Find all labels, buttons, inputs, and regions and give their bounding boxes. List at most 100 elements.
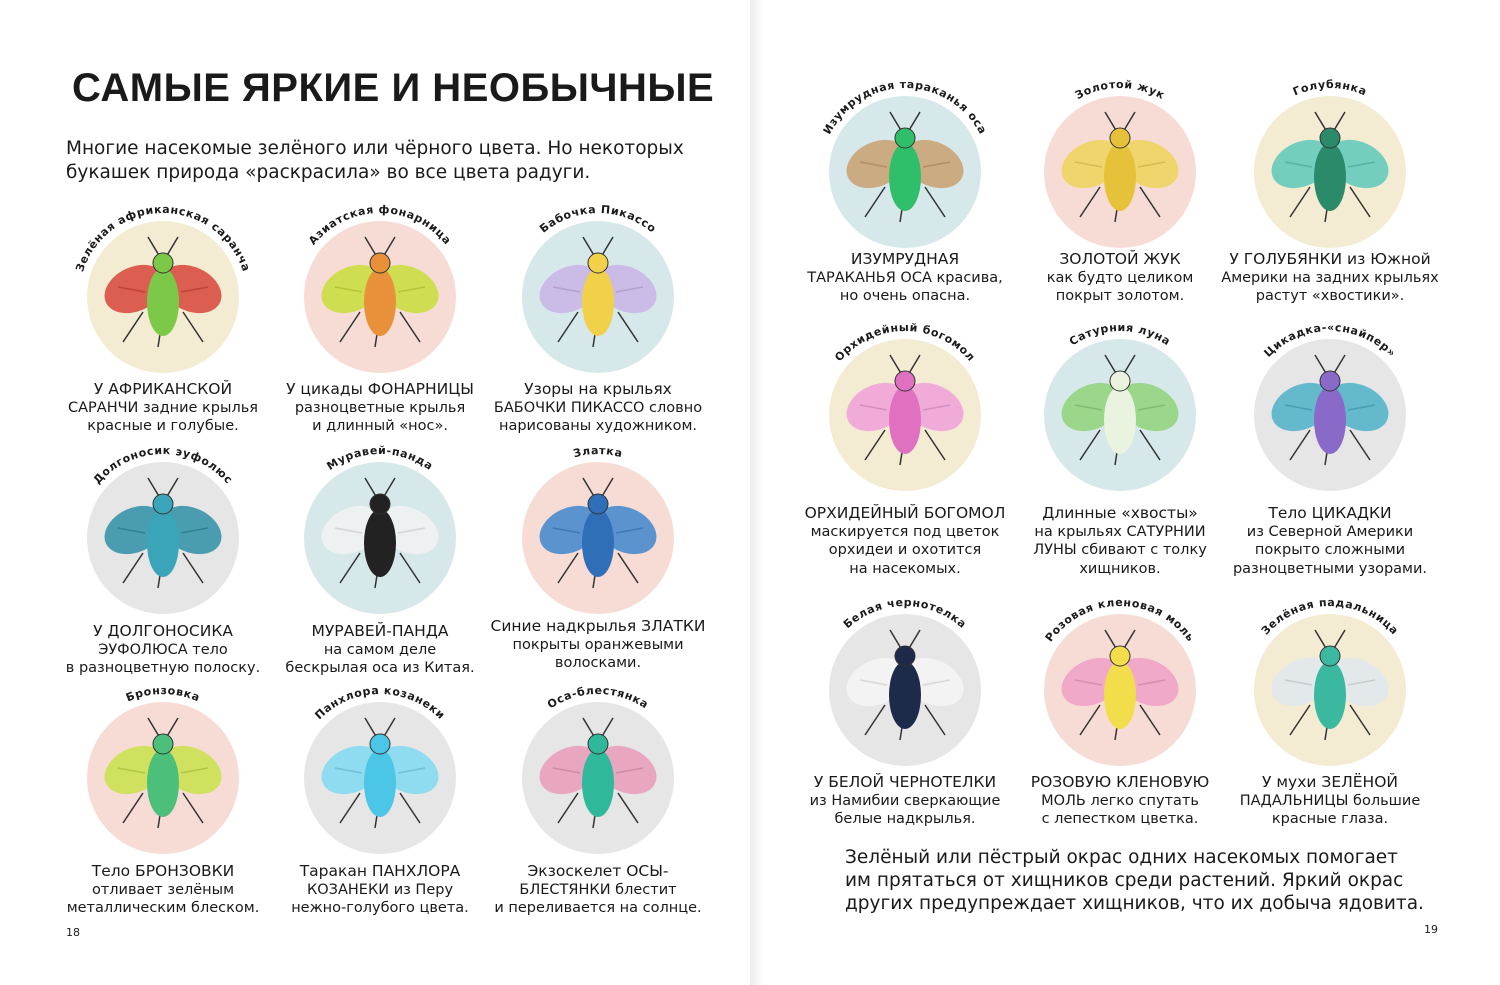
insect-illustration bbox=[539, 236, 657, 348]
caption-line: Америки на задних крыльях bbox=[1221, 269, 1439, 286]
caption-line: растут «хвостики». bbox=[1255, 288, 1405, 304]
caption-line: У АФРИКАНСКОЙ bbox=[93, 380, 233, 398]
insect-illustration bbox=[1271, 111, 1389, 223]
svg-text:Золотой жук: Золотой жук bbox=[1073, 78, 1167, 102]
insect-name-label: Зелёная африканская саранча bbox=[73, 203, 253, 274]
insect-illustration bbox=[539, 717, 657, 829]
intro-text: Многие насекомые зелёного или чёрного цв… bbox=[66, 137, 684, 185]
insect-name: Розовая кленовая моль bbox=[1043, 596, 1197, 644]
insect-name-label: Золотой жук bbox=[1073, 78, 1167, 102]
page-number: 18 bbox=[66, 926, 80, 939]
caption-line: Тело ЦИКАДКИ bbox=[1268, 504, 1392, 522]
insect-illustration bbox=[846, 629, 964, 741]
svg-text:Сатурния луна: Сатурния луна bbox=[1067, 321, 1173, 348]
insect-name: Сатурния луна bbox=[1067, 321, 1172, 348]
insect-illustration bbox=[539, 477, 657, 589]
caption-line: Узоры на крыльях bbox=[524, 380, 672, 398]
caption-line: разноцветные крылья bbox=[294, 399, 466, 416]
caption-line: ОРХИДЕЙНЫЙ БОГОМОЛ bbox=[804, 504, 1006, 522]
svg-text:Златка: Златка bbox=[572, 444, 624, 460]
insect-illustration bbox=[104, 236, 222, 348]
svg-text:Голубянка: Голубянка bbox=[1291, 78, 1369, 98]
insect-illustration bbox=[846, 354, 964, 466]
caption-line: МОЛЬ легко спутать bbox=[1041, 792, 1199, 809]
insect-name-label: Белая чернотелка bbox=[841, 596, 969, 631]
conclusion-line: им прятаться от хищников среди растений.… bbox=[845, 870, 1404, 891]
caption-line: металлическим блеском. bbox=[66, 900, 260, 916]
caption-line: РОЗОВУЮ КЛЕНОВУЮ bbox=[1030, 773, 1210, 791]
caption-line: орхидеи и охотится bbox=[828, 542, 982, 558]
insect-name-label: Зелёная падальница bbox=[1259, 596, 1401, 637]
caption-line: покрыт золотом. bbox=[1055, 288, 1185, 304]
insect-name: Белая чернотелка bbox=[841, 596, 969, 631]
insect-illustration bbox=[104, 477, 222, 589]
svg-text:Розовая кленовая моль: Розовая кленовая моль bbox=[1043, 596, 1198, 644]
caption-line: красные и голубые. bbox=[87, 418, 239, 434]
insect-illustration bbox=[1061, 629, 1179, 741]
caption-line: нарисованы художником. bbox=[498, 418, 697, 434]
insect-name: Бабочка Пикассо bbox=[537, 203, 658, 236]
caption-line: покрыто сложными bbox=[1254, 542, 1406, 558]
caption-line: У мухи ЗЕЛЁНОЙ bbox=[1261, 773, 1399, 791]
caption-line: БЛЕСТЯНКИ блестит bbox=[519, 881, 677, 898]
caption-line: на крыльях САТУРНИИ bbox=[1034, 523, 1206, 540]
svg-text:Зелёная африканская саранча: Зелёная африканская саранча bbox=[73, 203, 253, 274]
svg-text:Орхидейный богомол: Орхидейный богомол bbox=[832, 321, 978, 364]
caption-line: с лепестком цветка. bbox=[1041, 811, 1199, 827]
svg-text:Белая чернотелка: Белая чернотелка bbox=[841, 596, 969, 631]
caption-line: Тело БРОНЗОВКИ bbox=[91, 862, 235, 880]
conclusion-text: Зелёный или пёстрый окрас одних насекомы… bbox=[845, 846, 1424, 915]
insect-name: Цикадка-«снайпер» bbox=[1261, 321, 1397, 360]
caption-line: на насекомых. bbox=[849, 560, 961, 577]
insect-illustration bbox=[321, 477, 439, 589]
insect-name-label: Орхидейный богомол bbox=[832, 321, 978, 364]
caption-line: Синие надкрылья ЗЛАТКИ bbox=[490, 617, 706, 635]
conclusion-line: Зелёный или пёстрый окрас одних насекомы… bbox=[845, 847, 1398, 868]
caption-line: БАБОЧКИ ПИКАССО словно bbox=[493, 399, 703, 416]
insect-name-label: Панхлора козанеки bbox=[312, 684, 447, 722]
caption-line: ТАРАКАНЬЯ ОСА красива, bbox=[807, 269, 1003, 286]
intro-line: букашек природа «раскрасила» во все цвет… bbox=[66, 162, 591, 183]
caption-line: и длинный «нос». bbox=[312, 418, 448, 434]
svg-text:Долгоносик эуфолюс: Долгоносик эуфолюс bbox=[91, 444, 236, 487]
svg-text:Цикадка-«снайпер»: Цикадка-«снайпер» bbox=[1261, 321, 1398, 360]
svg-text:Оса-блестянка: Оса-блестянка bbox=[545, 684, 651, 711]
caption-line: разноцветными узорами. bbox=[1232, 560, 1428, 577]
insect-name-label: Долгоносик эуфолюс bbox=[91, 444, 236, 487]
conclusion-line: других предупреждает хищников, что их до… bbox=[845, 893, 1424, 914]
insect-name: Зелёная африканская саранча bbox=[73, 203, 252, 274]
insect-name: Бронзовка bbox=[124, 684, 201, 704]
insect-name: Оса-блестянка bbox=[545, 684, 650, 711]
caption-line: Экзоскелет ОСЫ- bbox=[527, 862, 669, 880]
insect-name: Азиатская фонарница bbox=[306, 203, 453, 247]
caption-line: У ГОЛУБЯНКИ из Южной bbox=[1229, 250, 1431, 268]
caption-line: ИЗУМРУДНАЯ bbox=[850, 250, 960, 268]
caption-line: белые надкрылья. bbox=[834, 811, 976, 827]
insect-name-label: Голубянка bbox=[1291, 78, 1369, 98]
insect-name-label: Цикадка-«снайпер» bbox=[1261, 321, 1398, 360]
insect-name-label: Изумрудная тараканья оса bbox=[821, 78, 989, 137]
insect-name: Голубянка bbox=[1291, 78, 1368, 98]
insect-illustration bbox=[1061, 111, 1179, 223]
page-title: САМЫЕ ЯРКИЕ И НЕОБЫЧНЫЕ bbox=[72, 66, 715, 110]
caption-line: ЛУНЫ сбивают с толку bbox=[1033, 542, 1207, 558]
svg-text:Зелёная падальница: Зелёная падальница bbox=[1259, 596, 1401, 637]
svg-text:Муравей-панда: Муравей-панда bbox=[325, 444, 436, 473]
insect-name-label: Розовая кленовая моль bbox=[1043, 596, 1198, 644]
caption-line: красные глаза. bbox=[1271, 811, 1389, 827]
svg-text:Бабочка Пикассо: Бабочка Пикассо bbox=[537, 203, 659, 236]
insect-illustration bbox=[1061, 354, 1179, 466]
caption-line: из Северной Америки bbox=[1246, 523, 1414, 540]
caption-line: волосками. bbox=[554, 655, 642, 671]
